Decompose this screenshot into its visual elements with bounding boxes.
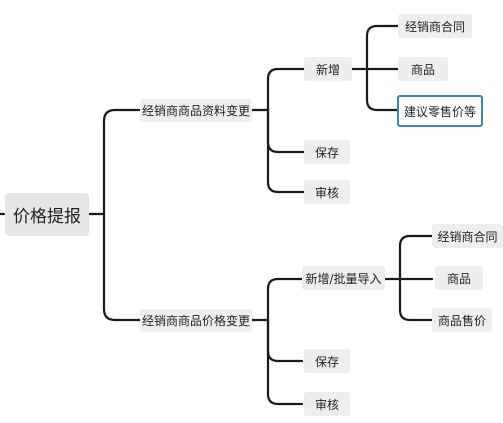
topic-b2-new-product[interactable]: 商品 (435, 266, 483, 290)
topic-dealer-product-info-change[interactable]: 经销商商品资料变更 (140, 99, 252, 122)
topic-b2-review[interactable]: 审核 (304, 392, 350, 416)
topic-b2-new-batch-import[interactable]: 新增/批量导入 (302, 266, 385, 290)
topic-b1-new-dealer-contract[interactable]: 经销商合同 (398, 14, 472, 38)
topic-b2-new-dealer-contract[interactable]: 经销商合同 (432, 224, 503, 248)
topic-b1-review[interactable]: 审核 (304, 180, 350, 204)
topic-b1-new-suggested-retail-price[interactable]: 建议零售价等 (397, 95, 483, 127)
topic-b1-save[interactable]: 保存 (304, 140, 350, 164)
topic-dealer-product-price-change[interactable]: 经销商商品价格变更 (140, 309, 252, 332)
topic-b2-new-product-sale-price[interactable]: 商品售价 (432, 308, 492, 332)
root-topic[interactable]: 价格提报 (5, 193, 89, 236)
topic-b2-save[interactable]: 保存 (304, 349, 350, 373)
topic-b1-new[interactable]: 新增 (304, 57, 352, 81)
topic-b1-new-product[interactable]: 商品 (398, 57, 448, 81)
